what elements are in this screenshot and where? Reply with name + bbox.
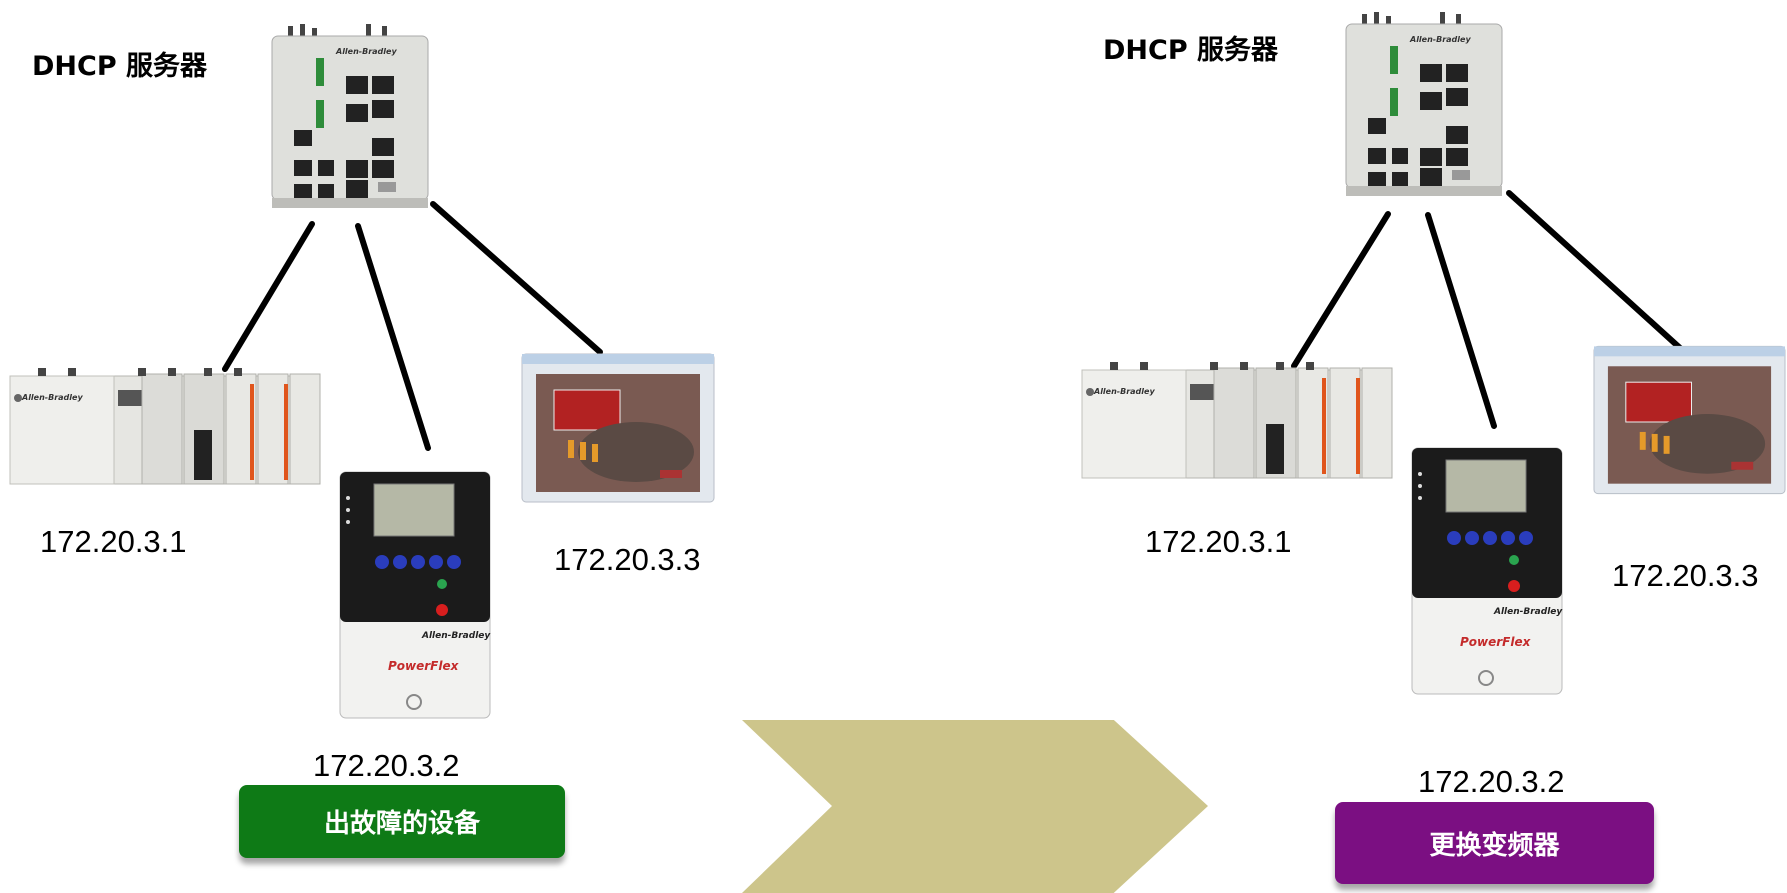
svg-text:Allen-Bradley: Allen-Bradley [1493,607,1563,617]
left-hmi-panel-icon [521,353,715,503]
right-ip-controller: 172.20.3.1 [1145,524,1292,559]
left-server-label: DHCP 服务器 [32,51,208,82]
wire-left-drive [355,223,431,451]
left-ip-drive: 172.20.3.2 [313,748,460,783]
left-vfd-drive-icon: Allen-Bradley PowerFlex [339,471,491,719]
svg-text:Allen-Bradley: Allen-Bradley [1409,35,1471,44]
right-server-label: DHCP 服务器 [1103,35,1279,66]
right-hmi-panel-icon [1593,345,1786,495]
svg-text:Allen-Bradley: Allen-Bradley [335,47,397,56]
right-plc-controller-icon: Allen-Bradley [1081,362,1393,479]
wire-right-controller [1291,211,1391,369]
wire-right-drive [1425,212,1497,429]
arrow-right-icon [742,720,1208,893]
svg-text:Allen-Bradley: Allen-Bradley [21,393,83,402]
wire-right-hmi [1506,190,1683,351]
right-ethernet-switch-icon: Allen-Bradley [1345,12,1503,196]
right-ip-drive: 172.20.3.2 [1418,764,1565,799]
right-ip-hmi: 172.20.3.3 [1612,558,1759,593]
left-ethernet-switch-icon: Allen-Bradley [271,24,429,208]
left-ip-hmi: 172.20.3.3 [554,542,701,577]
right-status-badge: 更换变频器 [1335,802,1654,884]
right-vfd-drive-icon: Allen-Bradley PowerFlex [1411,447,1563,695]
left-ip-controller: 172.20.3.1 [40,524,187,559]
svg-text:Allen-Bradley: Allen-Bradley [421,631,491,641]
left-plc-controller-icon: Allen-Bradley [9,368,321,485]
svg-text:Allen-Bradley: Allen-Bradley [1093,387,1155,396]
wire-left-hmi [430,201,603,355]
left-status-badge: 出故障的设备 [239,785,565,858]
wire-left-controller [222,221,315,372]
svg-text:PowerFlex: PowerFlex [1460,635,1532,649]
svg-text:PowerFlex: PowerFlex [388,659,460,673]
